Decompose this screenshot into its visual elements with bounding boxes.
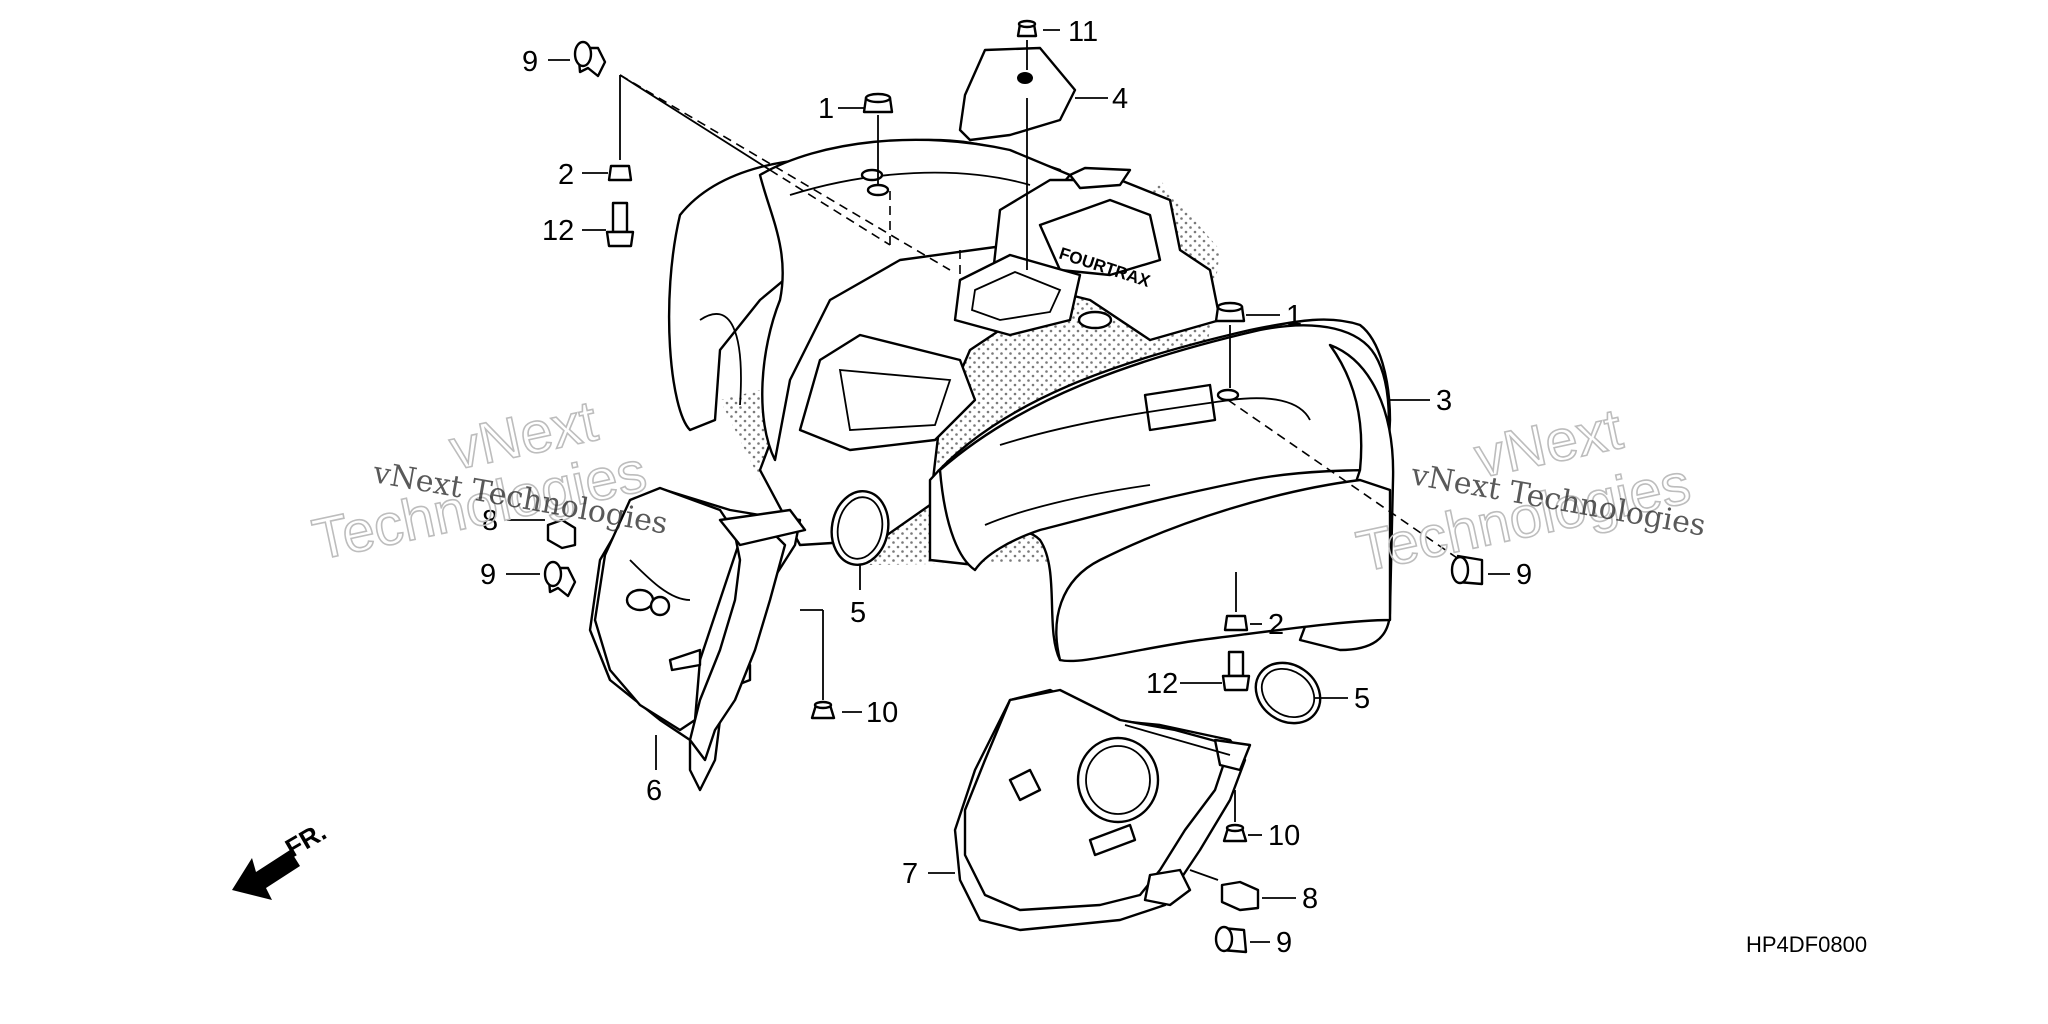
tapping-screw-left bbox=[810, 700, 836, 720]
callout-5-right: 5 bbox=[1354, 683, 1370, 715]
collar-right bbox=[1223, 614, 1249, 632]
tapping-screw-top bbox=[1016, 19, 1038, 38]
grommet-ring-left bbox=[830, 490, 890, 566]
callout-1-top: 1 bbox=[818, 93, 834, 125]
push-clip-top-left bbox=[573, 40, 607, 78]
callout-11: 11 bbox=[1068, 16, 1098, 48]
nut-right bbox=[1214, 301, 1246, 323]
callout-6: 6 bbox=[646, 775, 662, 807]
callout-9-top-left: 9 bbox=[522, 46, 538, 78]
bolt-left bbox=[605, 201, 635, 248]
front-direction-indicator: FR. bbox=[232, 816, 331, 900]
front-fender: FOURTRAX bbox=[667, 138, 1222, 547]
callout-12-right: 12 bbox=[1146, 668, 1178, 700]
inner-shroud-left bbox=[588, 486, 807, 792]
push-clip-right bbox=[1450, 554, 1484, 586]
watermark-right: vNext Technologies vNext Technologies bbox=[1350, 396, 1708, 586]
inner-shroud-right bbox=[953, 688, 1252, 932]
callout-5-left: 5 bbox=[850, 597, 866, 629]
callout-12-left: 12 bbox=[542, 215, 574, 247]
push-clip-bottom bbox=[1214, 925, 1248, 954]
screw-bottom bbox=[1220, 880, 1260, 912]
dashed-guides bbox=[619, 74, 1461, 561]
leader-lines bbox=[506, 29, 1510, 943]
push-clip-left bbox=[543, 560, 577, 598]
grommet-ring-right bbox=[1254, 661, 1322, 725]
callout-9-bottom: 9 bbox=[1276, 927, 1292, 959]
screw-left bbox=[546, 518, 577, 550]
grommet-seat-top bbox=[866, 183, 890, 197]
tapping-screw-right bbox=[1222, 823, 1248, 843]
grommet-seat-right bbox=[1216, 388, 1240, 402]
collar-left bbox=[607, 164, 633, 182]
callout-9-right: 9 bbox=[1516, 559, 1532, 591]
callout-8-left: 8 bbox=[482, 505, 498, 537]
callout-8-bottom: 8 bbox=[1302, 883, 1318, 915]
callout-10-right: 10 bbox=[1268, 820, 1300, 852]
fender-panel-right bbox=[928, 318, 1395, 663]
callout-3: 3 bbox=[1436, 385, 1452, 417]
callout-numbers: 9 2 12 1 11 4 1 3 8 9 5 10 6 9 2 12 5 10… bbox=[480, 16, 1532, 959]
diagram-code: HP4DF0800 bbox=[1746, 932, 1867, 957]
callout-4: 4 bbox=[1112, 83, 1128, 115]
callout-9-left: 9 bbox=[480, 559, 496, 591]
callout-1-right: 1 bbox=[1286, 300, 1302, 332]
callout-2-right: 2 bbox=[1268, 609, 1284, 641]
front-arrow-icon bbox=[232, 850, 300, 900]
nut-top bbox=[862, 92, 894, 114]
callout-10-left: 10 bbox=[866, 697, 898, 729]
callout-2-left: 2 bbox=[558, 159, 574, 191]
callout-7: 7 bbox=[902, 858, 918, 890]
bolt-right bbox=[1221, 650, 1251, 692]
access-cover bbox=[958, 46, 1077, 142]
